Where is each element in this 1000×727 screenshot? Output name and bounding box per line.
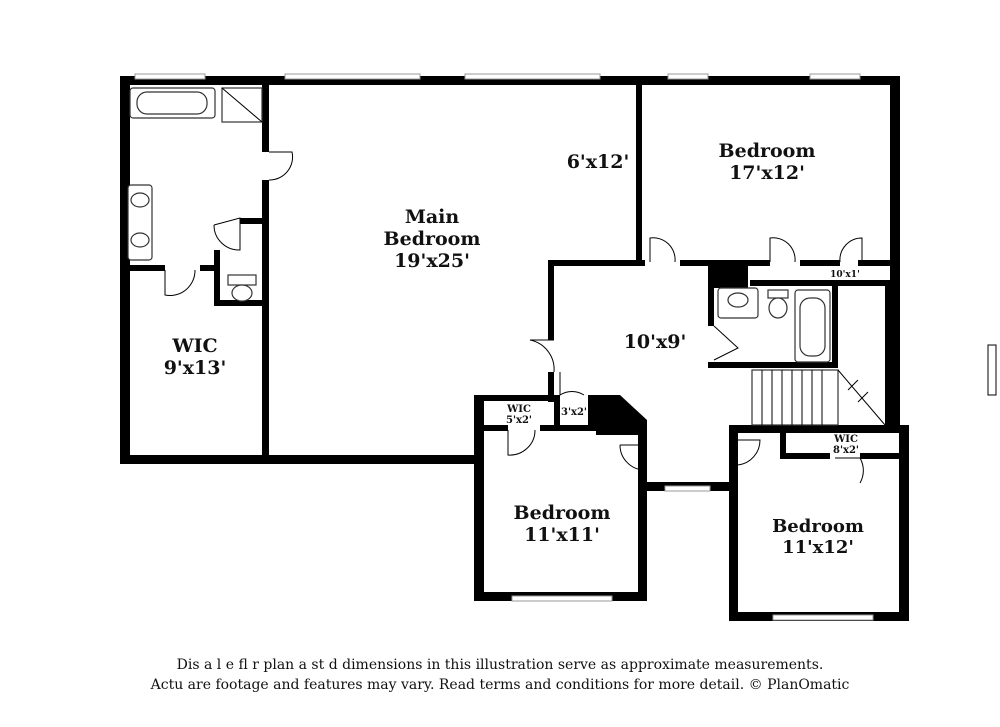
room-labels: Main Bedroom 19'x25' Bedroom 17'x12' 6'x… [164,140,864,558]
main-bedroom-size: 19'x25' [394,250,470,272]
stairs [751,369,886,426]
bedroom-se-size: 11'x12' [782,537,854,558]
disclaimer-line-2: Actu are footage and features may vary. … [150,677,850,693]
windows [134,73,874,621]
bedroom-sw-name: Bedroom [514,502,611,524]
bath-fixtures [127,87,831,363]
disclaimer-line-1: Dis a l e fl r plan a st d dimensions in… [176,657,824,673]
door-swings [164,151,864,484]
closet-small-size: 3'x2' [561,407,587,418]
bedroom-ne-name: Bedroom [719,140,816,162]
bedroom-se-name: Bedroom [772,516,864,537]
wic-west-size: 9'x13' [164,357,227,379]
main-bedroom-name-2: Bedroom [384,228,481,250]
wic-se-name: WIC [833,434,858,445]
scale-marker [987,344,997,396]
wic-small-name: WIC [506,404,531,415]
disclaimer: Dis a l e fl r plan a st d dimensions in… [0,655,1000,695]
interior-walls [125,80,902,463]
wic-se-size: 8'x2' [833,445,859,456]
hall-size: 10'x9' [624,331,687,353]
alcove-size: 6'x12' [567,151,630,173]
main-bedroom-name-1: Main [405,206,460,228]
bedroom-sw-size: 11'x11' [524,524,600,546]
wic-west-name: WIC [171,335,217,357]
bedroom-ne-size: 17'x12' [729,162,805,184]
closet-hall-size: 10'x1' [830,270,860,280]
wic-small-size: 5'x2' [506,415,532,426]
